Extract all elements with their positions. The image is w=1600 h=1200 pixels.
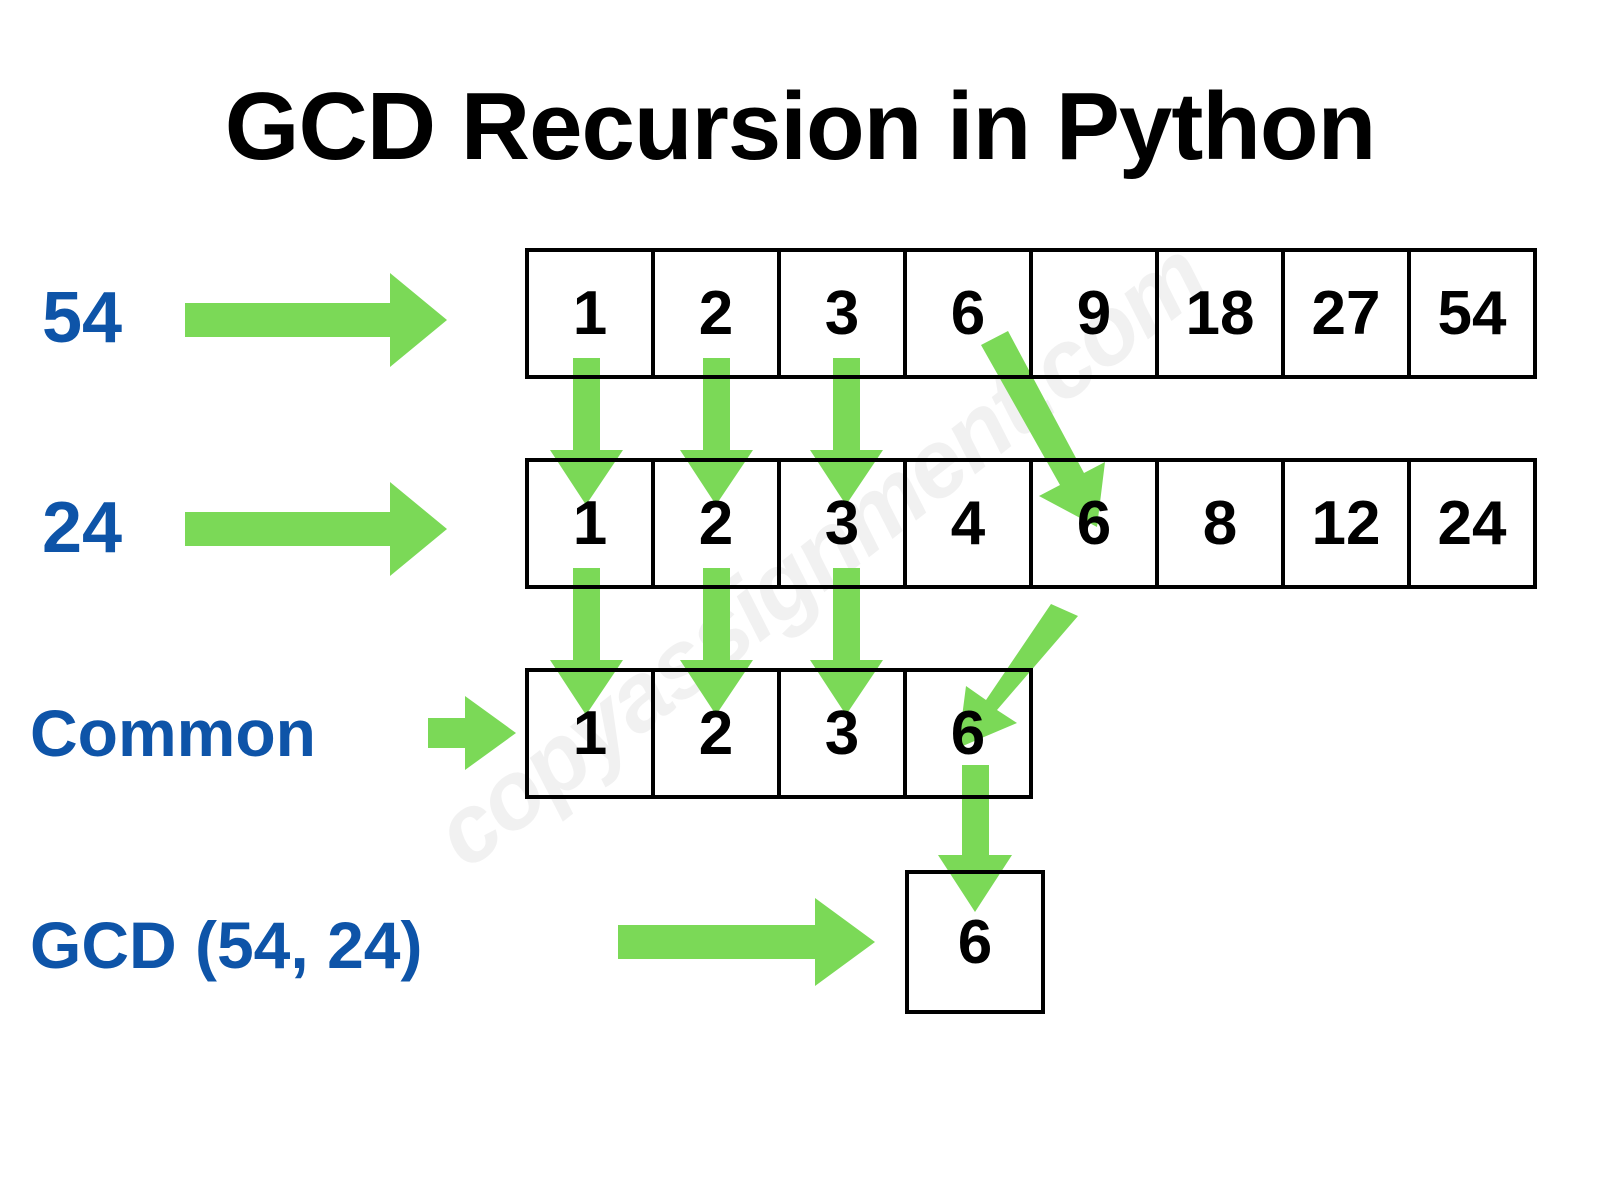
label-first-number: 54 xyxy=(42,278,123,358)
page-title: GCD Recursion in Python xyxy=(224,73,1376,180)
common-divisor-cell: 6 xyxy=(903,668,1033,799)
divisors-of-24-row: 1 2 3 4 6 8 12 24 xyxy=(525,458,1537,589)
divisor-cell: 27 xyxy=(1281,248,1411,379)
common-divisor-cell: 2 xyxy=(651,668,781,799)
divisor-cell: 9 xyxy=(1029,248,1159,379)
divisor-cell: 6 xyxy=(903,248,1033,379)
gcd-result-box: 6 xyxy=(905,870,1045,1014)
divisor-cell: 1 xyxy=(525,458,655,589)
arrow-common-to-row3 xyxy=(428,696,516,770)
divisor-cell: 6 xyxy=(1029,458,1159,589)
label-second-number: 24 xyxy=(42,488,123,568)
arrow-24-to-row2 xyxy=(185,482,447,576)
label-gcd: GCD (54, 24) xyxy=(30,908,423,982)
label-common: Common xyxy=(30,696,316,770)
divisor-cell: 54 xyxy=(1407,248,1537,379)
divisor-cell: 3 xyxy=(777,248,907,379)
divisor-cell: 2 xyxy=(651,248,781,379)
common-divisor-cell: 1 xyxy=(525,668,655,799)
arrow-gcd-to-result xyxy=(618,898,875,986)
divisor-cell: 3 xyxy=(777,458,907,589)
divisors-of-54-row: 1 2 3 6 9 18 27 54 xyxy=(525,248,1537,379)
common-divisor-cell: 3 xyxy=(777,668,907,799)
divisor-cell: 8 xyxy=(1155,458,1285,589)
divisor-cell: 1 xyxy=(525,248,655,379)
divisor-cell: 12 xyxy=(1281,458,1411,589)
divisor-cell: 2 xyxy=(651,458,781,589)
common-divisors-row: 1 2 3 6 xyxy=(525,668,1033,799)
arrow-54-to-row1 xyxy=(185,273,447,367)
divisor-cell: 18 xyxy=(1155,248,1285,379)
divisor-cell: 24 xyxy=(1407,458,1537,589)
divisor-cell: 4 xyxy=(903,458,1033,589)
